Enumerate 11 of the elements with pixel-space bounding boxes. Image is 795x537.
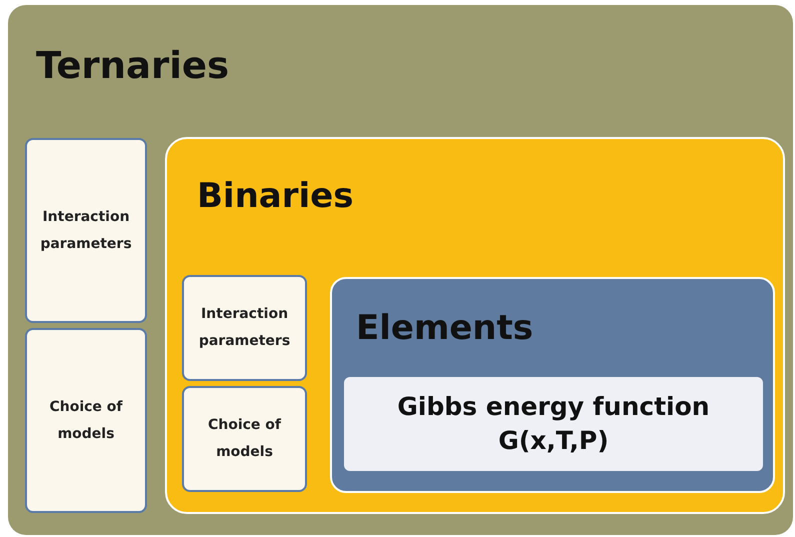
group-title: Ternaries <box>36 47 230 84</box>
group-panel <box>330 277 775 493</box>
group-title: Binaries <box>197 179 354 213</box>
parameter-box: Interaction parameters <box>182 275 307 381</box>
group-title: Elements <box>356 311 534 345</box>
parameter-box: Choice of models <box>182 386 307 492</box>
parameter-box: Choice of models <box>25 328 147 513</box>
group-panel <box>165 137 785 514</box>
function-box: Gibbs energy function G(x,T,P) <box>344 377 763 471</box>
parameter-box: Interaction parameters <box>25 138 147 323</box>
outer-panel <box>8 5 793 535</box>
